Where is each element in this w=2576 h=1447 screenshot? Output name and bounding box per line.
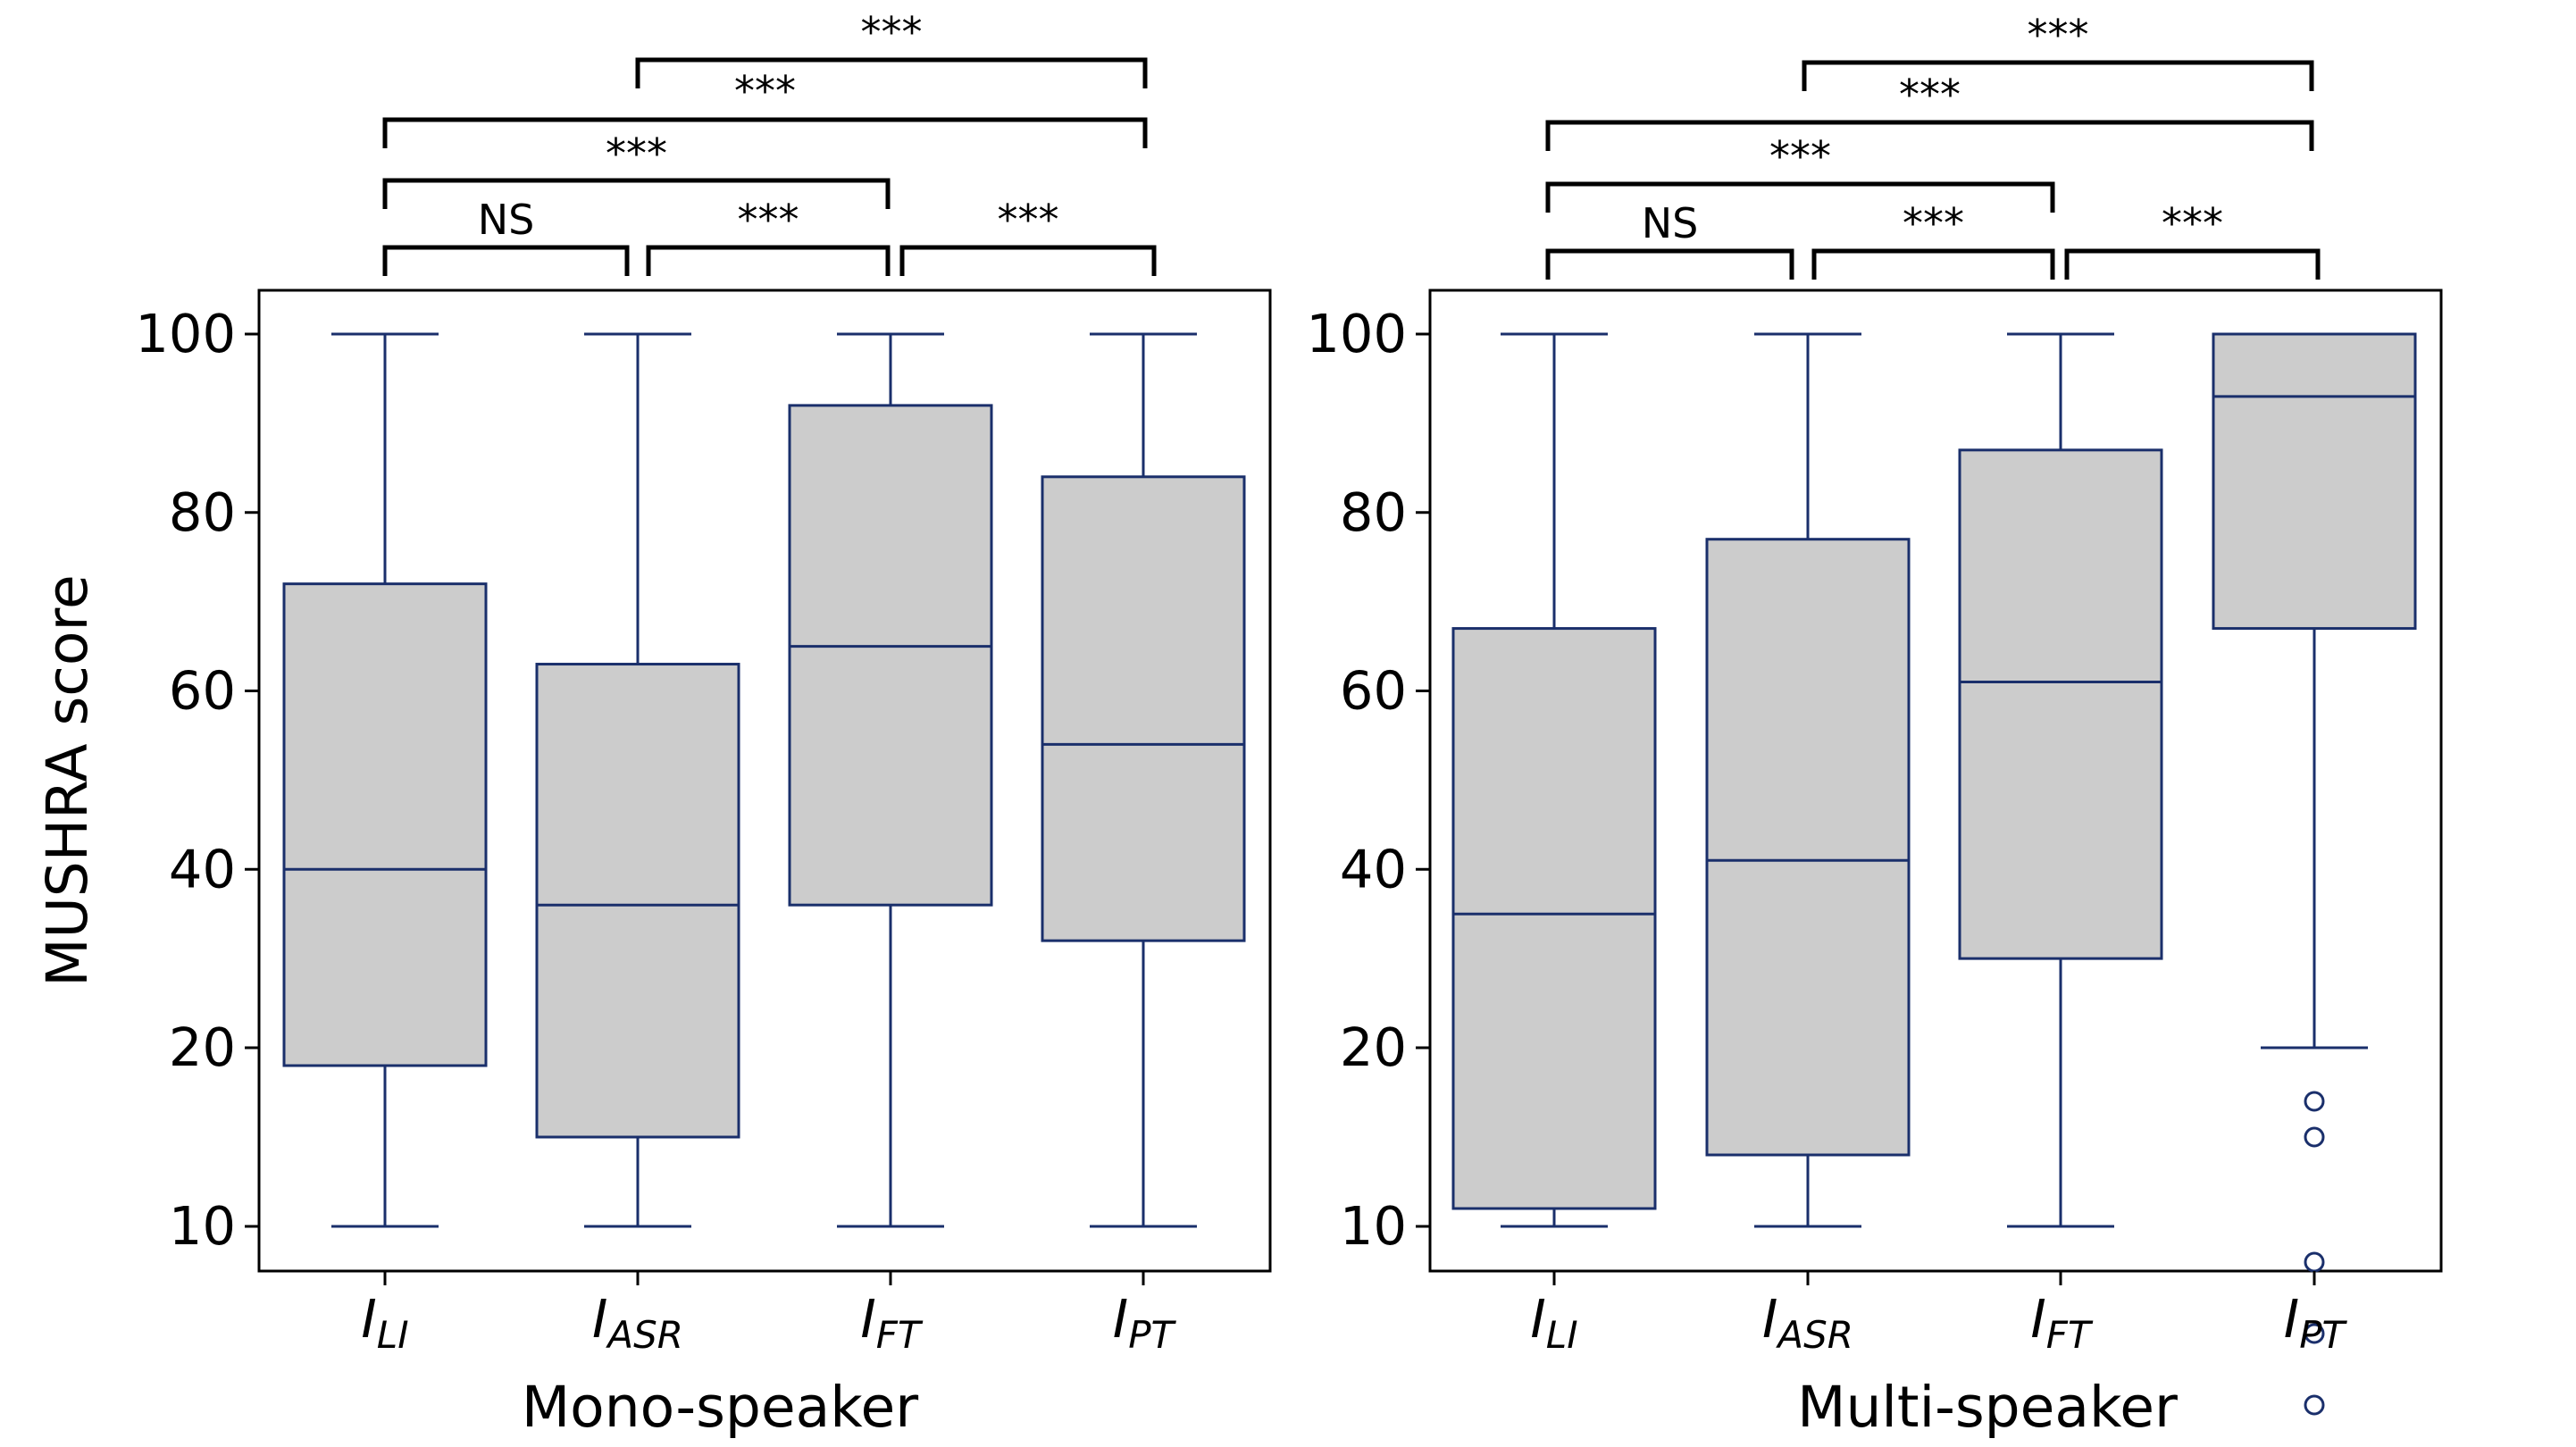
iqr-box xyxy=(1958,448,2163,960)
box-ft xyxy=(1958,332,2163,1228)
significance-bracket: *** xyxy=(1802,11,2314,91)
significance-bracket: NS xyxy=(1545,199,1794,280)
significance-label: NS xyxy=(1642,199,1699,247)
bracket-line xyxy=(899,245,1157,276)
significance-bracket: *** xyxy=(1545,71,2314,151)
bracket-line xyxy=(1545,120,2314,151)
bracket-line xyxy=(1811,248,2055,280)
significance-bracket: *** xyxy=(1545,132,2055,213)
bracket-line xyxy=(382,117,1148,148)
outlier-point xyxy=(2304,1251,2325,1273)
significance-label: *** xyxy=(1899,71,1961,119)
y-tick-label: 100 xyxy=(1306,303,1407,364)
y-tick-label: 80 xyxy=(1340,481,1407,543)
significance-bracket: *** xyxy=(2064,199,2321,280)
bracket-line xyxy=(635,57,1148,88)
significance-bracket: *** xyxy=(382,67,1148,148)
y-tick-label: 60 xyxy=(1340,660,1407,722)
significance-label: *** xyxy=(861,8,923,56)
significance-bracket: NS xyxy=(382,196,630,276)
y-tick-label: 10 xyxy=(169,1195,236,1257)
plot-frame xyxy=(257,289,1272,1273)
x-tick-label: IPT xyxy=(2284,1288,2348,1357)
bracket-line xyxy=(1545,248,1794,280)
x-tick-label: ILI xyxy=(1530,1288,1577,1357)
x-tick-label: IPT xyxy=(1113,1288,1177,1357)
outlier-point xyxy=(2304,1091,2325,1112)
x-tick-label: ILI xyxy=(361,1288,408,1357)
x-tick-label: IASR xyxy=(592,1288,683,1357)
significance-label: *** xyxy=(998,196,1059,244)
box-li xyxy=(282,332,488,1228)
box-pt xyxy=(1041,332,1246,1228)
iqr-box xyxy=(1041,475,1246,942)
y-axis-title: MUSHRA score xyxy=(35,574,100,986)
significance-label: *** xyxy=(2162,199,2223,247)
bracket-line xyxy=(382,245,630,276)
box-ft xyxy=(788,332,993,1228)
y-tick-label: 10 xyxy=(1340,1195,1407,1257)
significance-label: *** xyxy=(1903,199,1964,247)
y-tick-label: 80 xyxy=(169,481,236,543)
box-asr xyxy=(1705,332,1911,1228)
iqr-box xyxy=(282,582,488,1067)
bracket-line xyxy=(646,245,891,276)
iqr-box xyxy=(788,404,993,907)
significance-label: *** xyxy=(734,67,796,115)
y-tick-label: 40 xyxy=(169,838,236,899)
outlier-point xyxy=(2304,1126,2325,1148)
box-li xyxy=(1451,332,1657,1228)
outlier-point xyxy=(2304,1394,2325,1416)
significance-label: *** xyxy=(738,196,799,244)
bracket-line xyxy=(2064,248,2321,280)
x-axis-title: Mono-speaker xyxy=(522,1375,918,1440)
x-tick-label: IFT xyxy=(860,1288,924,1357)
y-tick-label: 60 xyxy=(169,660,236,722)
significance-bracket: *** xyxy=(635,8,1148,88)
significance-bracket: *** xyxy=(646,196,891,276)
y-tick-label: 20 xyxy=(1340,1016,1407,1078)
significance-label: NS xyxy=(478,196,535,244)
x-tick-label: IASR xyxy=(1762,1288,1853,1357)
y-tick-label: 20 xyxy=(169,1016,236,1078)
box-asr xyxy=(535,332,740,1228)
significance-label: *** xyxy=(606,130,667,178)
y-tick-label: 100 xyxy=(135,303,236,364)
box-pt xyxy=(2212,332,2417,1416)
iqr-box xyxy=(1451,627,1657,1210)
significance-bracket: *** xyxy=(382,130,891,209)
significance-label: *** xyxy=(1769,132,1831,180)
x-tick-label: IFT xyxy=(2030,1288,2094,1357)
bracket-line xyxy=(1545,181,2055,213)
iqr-box xyxy=(2212,332,2417,631)
outlier-point xyxy=(2304,1323,2325,1344)
iqr-box xyxy=(535,663,740,1139)
significance-label: *** xyxy=(2028,11,2089,59)
iqr-box xyxy=(1705,538,1911,1157)
x-axis-title: Multi-speaker xyxy=(1797,1375,2178,1440)
bracket-line xyxy=(1802,60,2314,91)
y-tick-label: 40 xyxy=(1340,838,1407,899)
significance-bracket: *** xyxy=(899,196,1157,276)
bracket-line xyxy=(382,178,891,209)
plot-frame xyxy=(1428,289,2443,1273)
significance-bracket: *** xyxy=(1811,199,2055,280)
